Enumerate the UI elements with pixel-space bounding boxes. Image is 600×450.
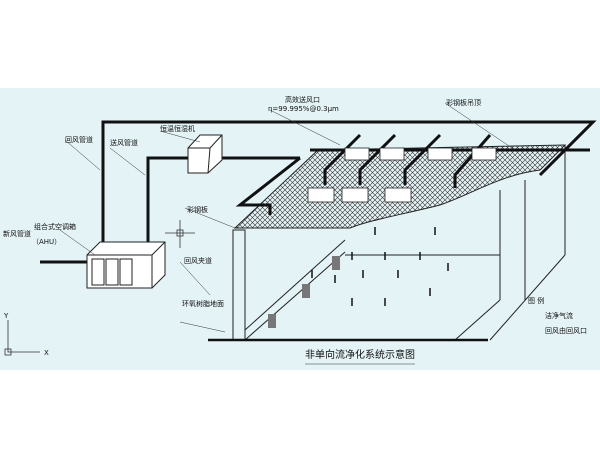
return-grilles [268, 256, 340, 328]
label-thermo-unit: 恒温恒湿机 [160, 124, 195, 133]
label-return-corridor: 回风夹道 [184, 256, 212, 265]
label-return-duct: 回风管道 [65, 135, 93, 144]
label-ahu: （AHU） [32, 238, 61, 246]
legend-title: 图 例 [528, 296, 544, 305]
diagram-title: 非单向流净化系统示意图 [305, 348, 415, 361]
ahu-box [86, 241, 166, 289]
ceiling-hatch [233, 144, 567, 229]
label-efficiency: η=99.995%@0.3μm [268, 105, 339, 113]
crosshair-icon [165, 220, 195, 248]
legend-clean: 洁净气流 [545, 311, 573, 320]
label-ceiling: 彩钢板吊顶 [446, 98, 481, 107]
ucs-axis-icon [4, 320, 40, 356]
leader-lines [59, 102, 516, 333]
label-floor: 环氧树脂地面 [182, 299, 224, 308]
label-fresh-duct: 新风管道 [3, 229, 31, 238]
axis-y-label: Y [3, 312, 9, 320]
room-walls [232, 145, 566, 341]
airflow-arrows [311, 227, 449, 306]
thermo-unit [187, 134, 223, 174]
legend-return: 回风由回风口 [545, 326, 587, 335]
label-supply-duct: 送风管道 [110, 138, 138, 147]
hepa-boxes [307, 147, 497, 203]
background-panel [0, 88, 600, 370]
axis-x-label: X [44, 349, 49, 357]
label-panel: 彩钢板 [187, 205, 208, 214]
label-hepa-outlet: 高效送风口 [285, 95, 320, 104]
label-ahu-name: 组合式空调箱 [34, 222, 76, 231]
